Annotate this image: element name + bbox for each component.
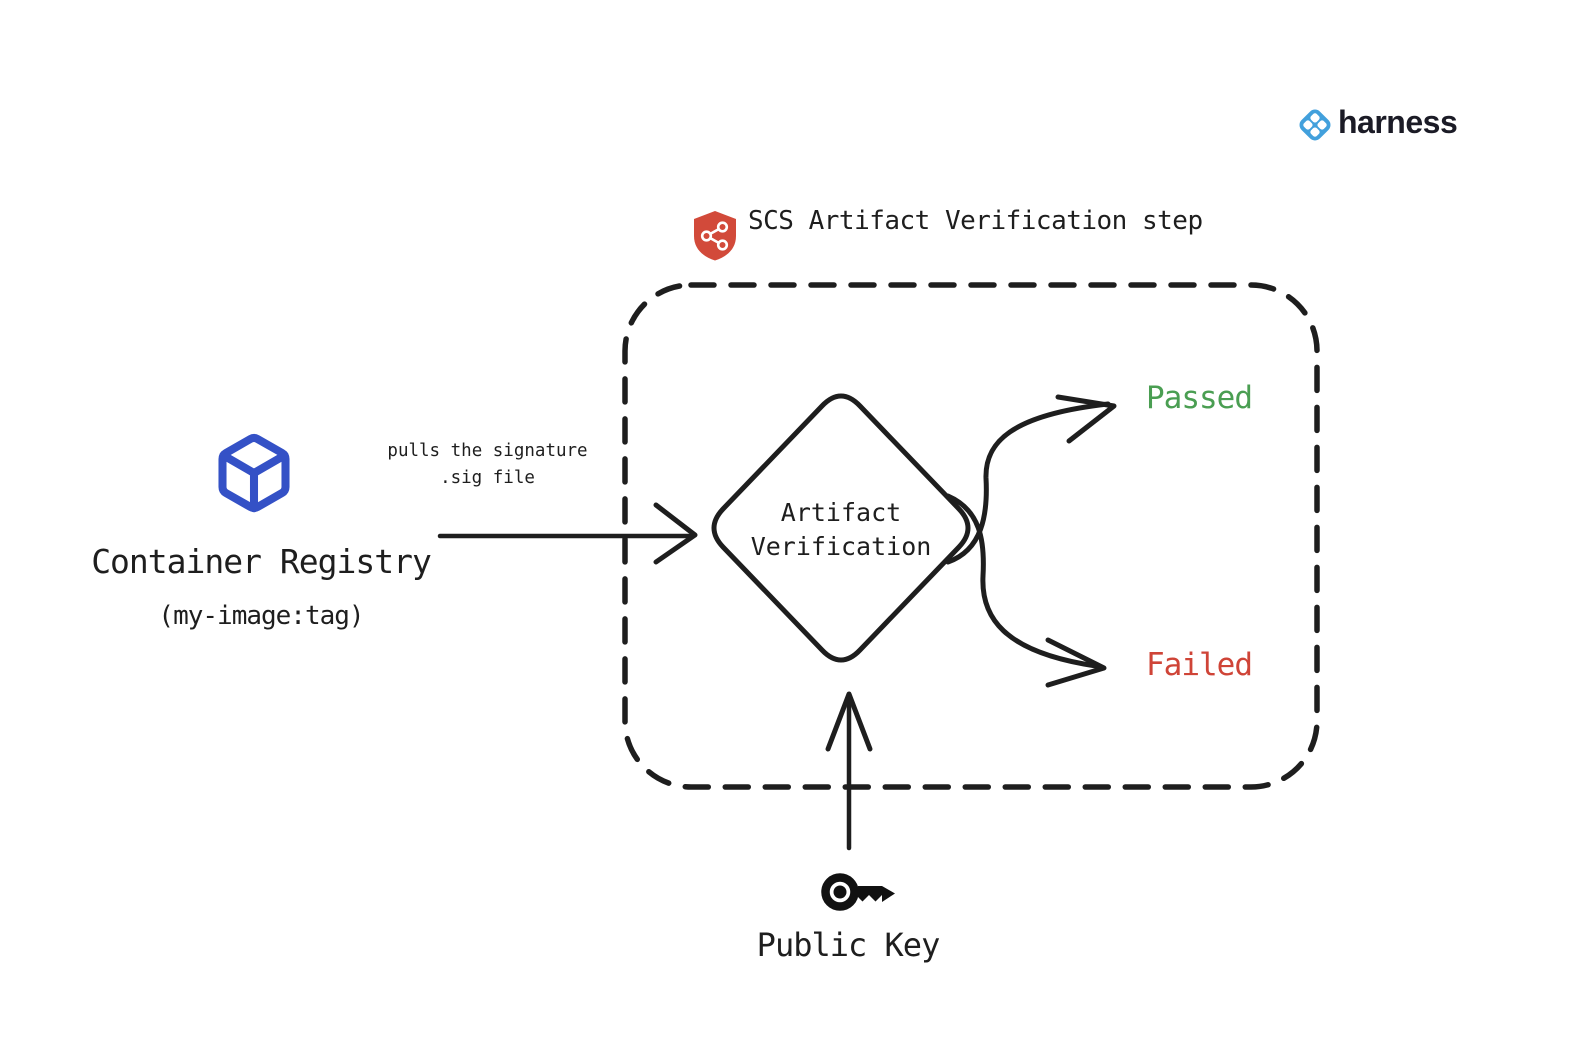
- decision-label-line2: Verification: [750, 532, 932, 561]
- passed-arrow: [945, 394, 1117, 565]
- step-title: SCS Artifact Verification step: [748, 206, 1203, 236]
- brand-logo: harness: [1294, 104, 1458, 141]
- decision-label-line1: Artifact: [780, 498, 902, 527]
- public-key-arrow: [825, 691, 873, 851]
- decision-diamond: [711, 393, 971, 663]
- registry-subtitle: (my-image:tag): [158, 601, 364, 631]
- brand-wordmark: harness: [1338, 104, 1458, 140]
- failed-arrow: [945, 493, 1107, 688]
- container-cube-icon: [218, 434, 290, 513]
- public-key-label: Public Key: [756, 926, 941, 964]
- key-icon: [821, 873, 895, 911]
- shield-graph-icon: [694, 211, 736, 261]
- step-header: SCS Artifact Verification step: [688, 206, 1203, 236]
- pull-arrow: [437, 502, 698, 565]
- pull-arrow-label-line1: pulls the signature: [387, 441, 588, 461]
- harness-diamond-icon: [1299, 109, 1331, 141]
- outcome-passed: Passed: [1146, 380, 1253, 416]
- registry-title: Container Registry: [91, 542, 432, 581]
- pull-arrow-label-line2: .sig file: [440, 468, 535, 488]
- pull-arrow-label: pulls the signature .sig file: [360, 438, 615, 492]
- outcome-failed: Failed: [1146, 647, 1253, 683]
